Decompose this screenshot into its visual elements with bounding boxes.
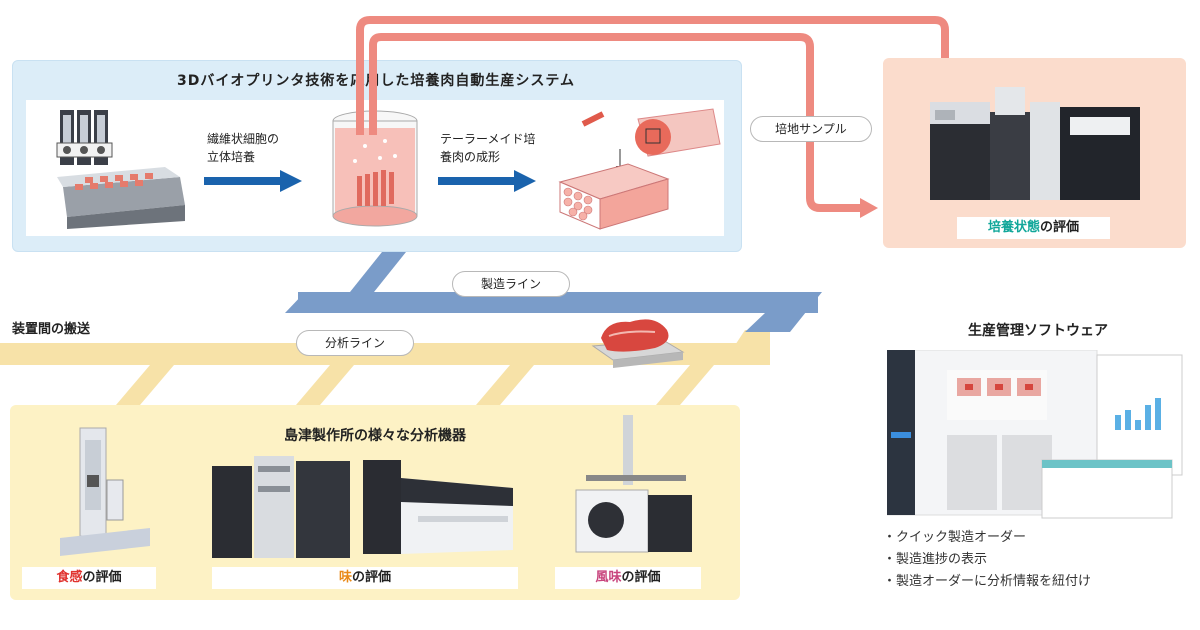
eval-suffix: の評価 bbox=[621, 570, 661, 585]
texture-analyzer-illustration bbox=[60, 427, 150, 556]
software-feature-list: クイック製造オーダー 製造進捗の表示 製造オーダーに分析情報を紐付け bbox=[883, 527, 1091, 593]
meat-sample-illustration bbox=[591, 319, 685, 368]
arrow-right-icon bbox=[438, 170, 536, 192]
sample-label: 培地サンプル bbox=[750, 116, 872, 142]
eval-taste-label: 味の評価 bbox=[212, 567, 518, 589]
culture-eval-suffix: の評価 bbox=[1040, 220, 1080, 235]
eval-flavor-label: 風味の評価 bbox=[555, 567, 701, 589]
feature-item: 製造進捗の表示 bbox=[883, 549, 1091, 571]
eval-suffix: の評価 bbox=[82, 570, 122, 585]
production-line-path bbox=[285, 252, 822, 332]
hplc-instrument-illustration bbox=[212, 456, 350, 558]
production-line-label: 製造ライン bbox=[452, 271, 570, 297]
chromatography-instrument-illustration bbox=[930, 87, 1140, 200]
texture-highlight: 食感 bbox=[56, 570, 83, 585]
culture-highlight-text: 培養状態 bbox=[987, 220, 1040, 235]
transfer-label: 装置間の搬送 bbox=[12, 322, 91, 337]
step-3d-culture-label: 繊維状細胞の立体培養 bbox=[207, 132, 280, 164]
eval-suffix: の評価 bbox=[352, 570, 392, 585]
feature-item: 製造オーダーに分析情報を紐付け bbox=[883, 571, 1091, 593]
eval-texture-label: 食感の評価 bbox=[22, 567, 156, 589]
gc-ms-instrument-illustration bbox=[575, 415, 692, 553]
arrow-right-icon bbox=[204, 170, 302, 192]
analysis-line-label: 分析ライン bbox=[296, 330, 414, 356]
taste-highlight: 味 bbox=[338, 570, 352, 585]
step-tailor-made-label: テーラーメイド培養肉の成形 bbox=[440, 132, 536, 164]
culture-vessel-illustration bbox=[332, 110, 418, 227]
software-screenshot-illustration bbox=[887, 350, 1183, 519]
feature-item: クイック製造オーダー bbox=[883, 527, 1091, 549]
flavor-highlight: 風味 bbox=[595, 570, 622, 585]
software-title: 生産管理ソフトウェア bbox=[968, 323, 1108, 339]
bioprinter-illustration bbox=[56, 110, 185, 229]
panel-title: 島津製作所の様々な分析機器 bbox=[284, 428, 466, 444]
culture-evaluation-label: 培養状態の評価 bbox=[957, 217, 1110, 239]
cultured-meat-fiber-illustration bbox=[558, 108, 721, 230]
mass-spectrometer-illustration bbox=[363, 460, 513, 554]
